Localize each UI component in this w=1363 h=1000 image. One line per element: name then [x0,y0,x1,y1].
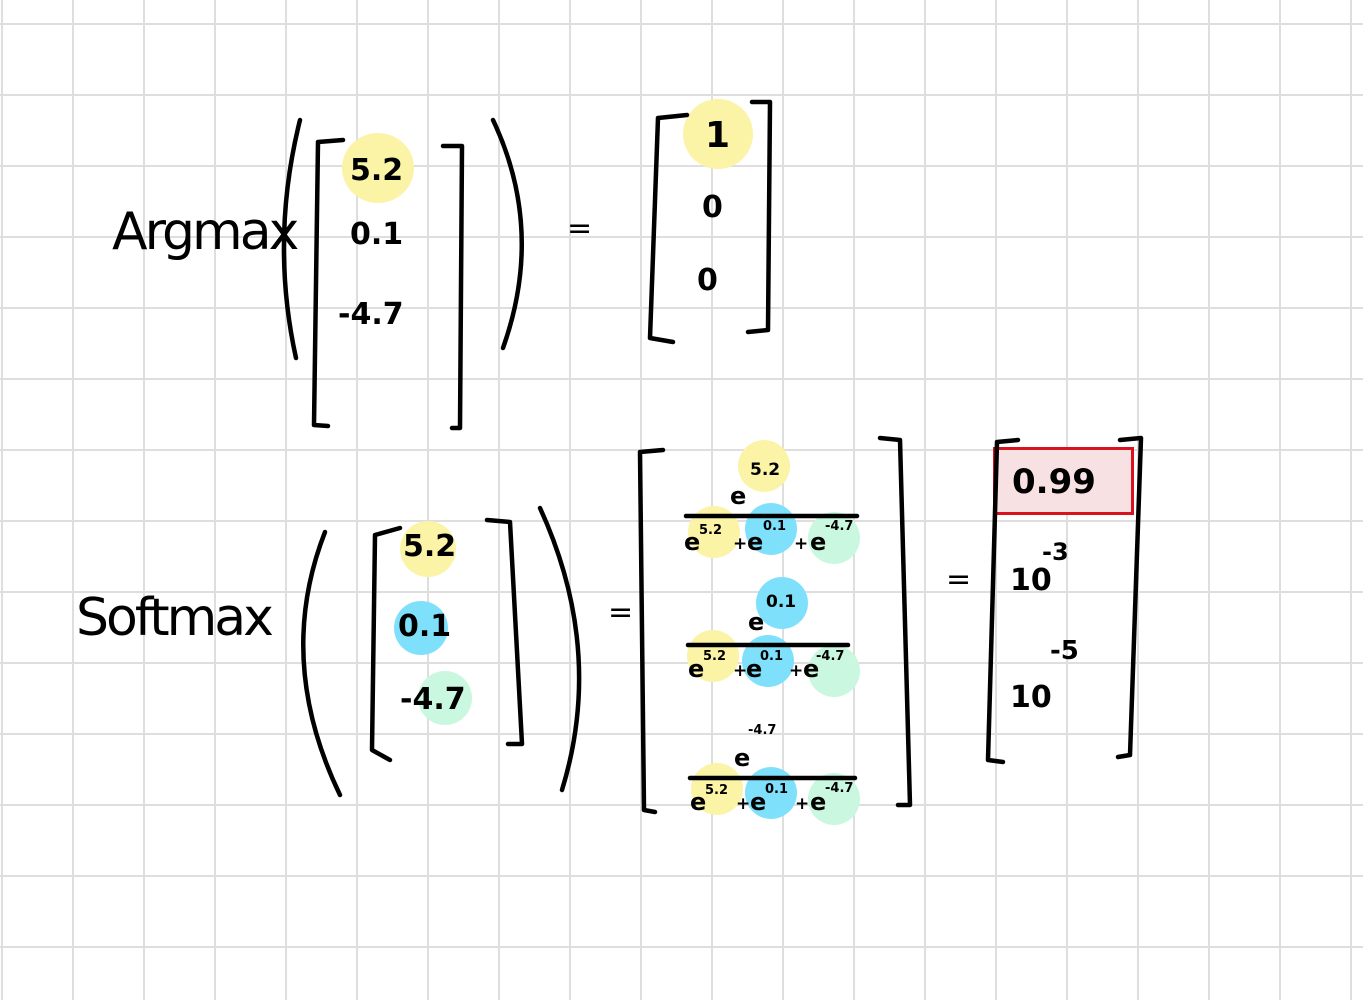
softmax-input-1: 5.2 [403,529,457,564]
f3-den-base-3: e [810,788,827,816]
f1-den-exp-2: 0.1 [763,519,787,534]
f3-num-exp: -4.7 [748,723,777,738]
softmax-input-3: -4.7 [400,682,466,717]
f2-den-base-1: e [688,655,705,683]
argmax-input-1: 5.2 [350,153,404,188]
f1-den-base-3: e [810,528,827,556]
argmax-out-left-bracket [647,112,690,345]
f2-plus-1: + [733,661,748,681]
argmax-output-2: 0 [702,190,723,225]
argmax-left-bracket [311,137,346,429]
softmax-out-left-bracket [985,437,1021,765]
highlight-f3-d3 [808,773,860,825]
f3-den-exp-2: 0.1 [765,782,789,797]
f1-den-base-2: e [747,528,764,556]
argmax-equals: = [567,211,593,246]
softmax-output-3-exp: -5 [1050,636,1079,666]
f3-den-exp-3: -4.7 [825,781,854,796]
argmax-input-3: -4.7 [338,297,404,332]
argmax-output-1: 1 [705,115,731,156]
f2-den-exp-2: 0.1 [760,649,784,664]
argmax-right-bracket [440,143,465,431]
softmax-output-1: 0.99 [1012,462,1096,502]
fractions-left-bracket [637,447,666,815]
argmax-input-2: 0.1 [350,217,404,252]
f2-den-exp-1: 5.2 [703,649,727,664]
f2-num-base: e [748,608,765,636]
f3-den-base-1: e [690,788,707,816]
softmax-output-3-base: 10 [1010,680,1052,715]
softmax-left-bracket [369,525,403,763]
f3-den-exp-1: 5.2 [705,783,729,798]
f1-plus-2: + [794,534,809,554]
f1-den-base-1: e [684,528,701,556]
highlight-f3-d1 [691,763,743,815]
f1-num-base: e [730,482,747,510]
argmax-right-paren [490,117,525,351]
argmax-output-3: 0 [697,263,718,298]
f3-plus-1: + [736,794,751,814]
highlight-f1-d3 [808,512,860,564]
fractions-right-bracket [877,435,913,808]
highlight-f2-num [756,577,808,629]
softmax-input-2: 0.1 [398,609,452,644]
highlight-argmax-output-max [683,99,753,169]
f1-den-exp-3: -4.7 [825,519,854,534]
highlight-f2-d3 [808,645,860,697]
highlight-softmax-input-3 [418,671,472,725]
highlight-f1-d2 [745,503,797,555]
f2-den-exp-3: -4.7 [816,649,845,664]
f2-plus-2: + [789,661,804,681]
softmax-equals: = [608,595,634,630]
softmax-output-2-exp: -3 [1042,538,1069,566]
softmax-right-bracket [484,517,525,747]
f1-num-exp: 5.2 [750,460,781,480]
softmax-output-2-base: 10 [1010,563,1052,598]
highlight-softmax-input-2 [394,601,448,655]
f2-den-base-3: e [803,655,820,683]
f2-num-exp: 0.1 [766,592,797,612]
f1-den-exp-1: 5.2 [699,523,723,538]
softmax-equals-2: = [946,562,972,597]
f2-den-base-2: e [746,655,763,683]
softmax-label: Softmax [76,588,274,648]
softmax-right-paren [537,505,582,793]
softmax-out-right-bracket [1115,435,1144,760]
f1-plus-1: + [733,534,748,554]
argmax-label: Argmax [112,202,299,262]
f3-num-base: e [734,744,751,772]
highlight-softmax-input-1 [400,521,456,577]
highlight-argmax-input-max [342,133,414,203]
highlight-f3-d2 [745,767,797,819]
argmax-left-paren [281,117,303,361]
argmax-out-right-bracket [745,99,773,335]
highlight-f2-d1 [687,630,739,682]
f3-den-base-2: e [750,788,767,816]
f3-plus-2: + [795,794,810,814]
highlight-f1-num [738,440,790,492]
softmax-left-paren [301,529,343,798]
